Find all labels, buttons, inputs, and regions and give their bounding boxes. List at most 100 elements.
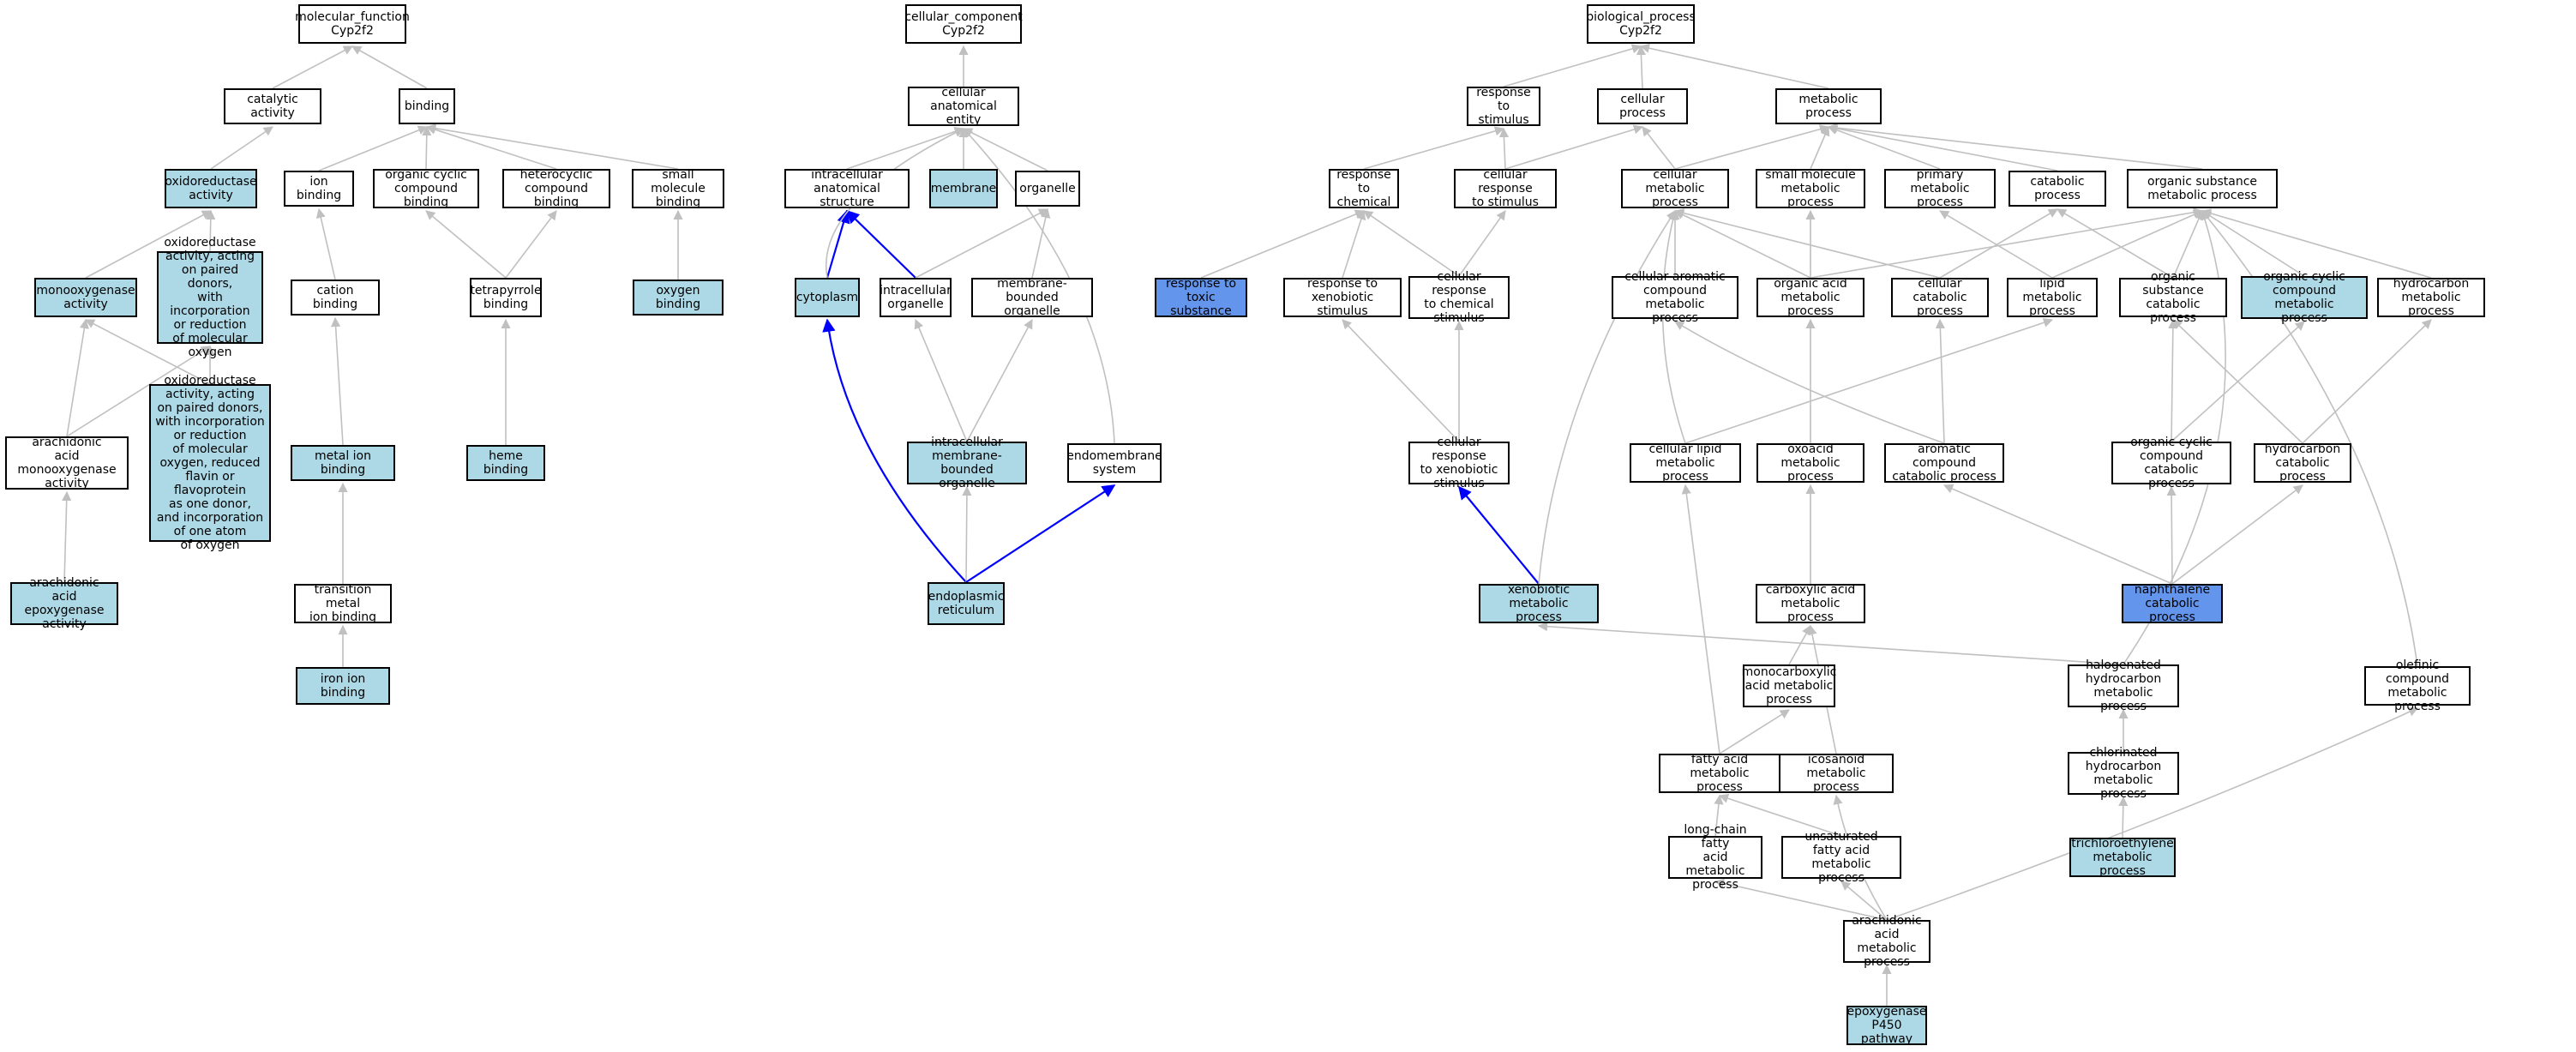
go-term-node-araepox[interactable]: arachidonic acid epoxygenase activity (10, 576, 118, 631)
go-term-node-bind[interactable]: binding (399, 88, 455, 124)
go-term-node-hmp[interactable]: hydrocarbon metabolic process (2377, 277, 2485, 318)
go-term-node-cc[interactable]: cellular_component Cyp2f2 (904, 4, 1023, 44)
go-term-node-ironb[interactable]: iron ion binding (296, 667, 390, 705)
go-term-node-smb[interactable]: small molecule binding (632, 168, 724, 209)
edge-occb-to-bind (422, 125, 432, 170)
go-term-node-imbo[interactable]: intracellular membrane-bounded organelle (907, 436, 1027, 490)
go-term-node-oscp[interactable]: organic substance catabolic process (2119, 270, 2227, 325)
go-term-node-oxpd[interactable]: oxidoreductase activity, acting on paire… (157, 236, 263, 359)
go-term-node-hetb[interactable]: heterocyclic compound binding (502, 168, 610, 209)
go-term-node-osmp[interactable]: organic substance metabolic process (2127, 169, 2278, 208)
go-term-node-endo[interactable]: endomembrane system (1066, 443, 1162, 483)
edge-rts-to-bp (1503, 44, 1642, 87)
go-term-node-tcemp[interactable]: trichloroethylene metabolic process (2069, 837, 2176, 878)
go-term-node-ias[interactable]: intracellular anatomical structure (784, 168, 910, 209)
edge-rtc-to-rts (1363, 126, 1505, 170)
go-term-node-iorg[interactable]: intracellular organelle (880, 278, 952, 317)
edge-aramono-to-monoox (66, 318, 89, 437)
go-term-node-rtxs[interactable]: response to xenobiotic stimulus (1283, 277, 1402, 318)
go-term-node-lcfamp[interactable]: long-chain fatty acid metabolic process (1668, 823, 1762, 892)
edge-crts-to-cp (1504, 124, 1644, 170)
go-term-node-hemeb[interactable]: heme binding (466, 445, 545, 481)
go-term-node-crtcs[interactable]: cellular response to chemical stimulus (1408, 270, 1510, 325)
go-term-node-aramono[interactable]: arachidonic acid monooxygenase activity (5, 436, 129, 490)
go-term-node-metb[interactable]: metal ion binding (291, 445, 395, 481)
go-term-node-lmp[interactable]: lipid metabolic process (2007, 277, 2098, 318)
edge-er-to-imbo (962, 485, 972, 583)
go-term-node-crts[interactable]: cellular response to stimulus (1454, 168, 1557, 209)
go-term-node-mp[interactable]: metabolic process (1775, 88, 1882, 124)
go-term-node-monoox[interactable]: monooxygenase activity (34, 278, 137, 317)
edge-accp-to-camp (1674, 321, 1945, 444)
go-term-node-cat[interactable]: catalytic activity (224, 88, 321, 124)
go-term-node-memb[interactable]: membrane (929, 169, 998, 208)
go-term-node-catp[interactable]: catabolic process (2009, 171, 2106, 207)
go-term-node-org[interactable]: organelle (1015, 171, 1080, 207)
edge-clmp-to-lmp (1684, 317, 2054, 444)
go-term-node-oxmp[interactable]: oxoacid metabolic process (1756, 442, 1864, 484)
go-term-node-rtts[interactable]: response to toxic substance (1155, 277, 1247, 318)
go-term-node-ccp[interactable]: cellular catabolic process (1891, 277, 1989, 318)
edge-ias-to-cae (846, 126, 965, 170)
go-term-node-oxyb[interactable]: oxygen binding (633, 280, 724, 316)
go-term-node-oxred2[interactable]: oxidoreductase activity, acting on paire… (149, 374, 271, 552)
go-term-node-mbo[interactable]: membrane-bounded organelle (971, 277, 1093, 318)
go-term-node-ep450[interactable]: epoxygenase P450 pathway (1846, 1005, 1927, 1046)
go-term-node-oxred[interactable]: oxidoreductase activity (165, 169, 257, 208)
edge-tetb-to-occb (425, 210, 507, 279)
go-term-node-mf[interactable]: molecular_function Cyp2f2 (295, 4, 410, 44)
go-term-node-occmp[interactable]: organic cyclic compound metabolic proces… (2241, 270, 2368, 325)
go-term-node-bp[interactable]: biological_process Cyp2f2 (1586, 4, 1696, 44)
edge-xmp-to-crtxs (1458, 485, 1540, 585)
go-term-node-pmp[interactable]: primary metabolic process (1884, 168, 1996, 209)
edge-hetb-to-bind (425, 124, 557, 170)
edge-ncp-to-occcp (2166, 485, 2177, 585)
go-term-node-occb[interactable]: organic cyclic compound binding (373, 168, 479, 209)
go-term-node-chmp[interactable]: chlorinated hydrocarbon metabolic proces… (2068, 746, 2179, 801)
go-term-node-tmb[interactable]: transition metal ion binding (294, 583, 392, 624)
go-term-node-mcamp[interactable]: monocarboxylic acid metabolic process (1741, 664, 1837, 707)
go-term-node-catb[interactable]: cation binding (291, 280, 380, 316)
edge-olmp-to-osmp (2201, 210, 2418, 667)
go-term-node-xmp[interactable]: xenobiotic metabolic process (1479, 583, 1599, 624)
go-term-node-smmp[interactable]: small molecule metabolic process (1756, 168, 1865, 209)
edge-hmp-to-osmp (2201, 208, 2432, 279)
go-term-node-tetb[interactable]: tetrapyrrole binding (470, 278, 542, 317)
edge-er-to-cyto (822, 318, 967, 583)
go-term-node-cae[interactable]: cellular anatomical entity (908, 86, 1019, 127)
go-term-node-cmp[interactable]: cellular metabolic process (1621, 168, 1729, 209)
edge-mcamp-to-cxamp (1788, 625, 1811, 665)
go-term-node-famp[interactable]: fatty acid metabolic process (1659, 753, 1780, 794)
go-term-node-occcp[interactable]: organic cyclic compound catabolic proces… (2111, 436, 2231, 490)
go-term-node-icmp[interactable]: icosanoid metabolic process (1779, 753, 1894, 794)
edge-oxpd-to-oxred (206, 209, 216, 252)
go-term-node-ncp[interactable]: naphthalene catabolic process (2122, 583, 2223, 624)
go-term-node-er[interactable]: endoplasmic reticulum (928, 582, 1005, 625)
go-term-node-olmp[interactable]: olefinic compound metabolic process (2364, 658, 2471, 713)
edge-smmp-to-mp (1810, 125, 1830, 170)
go-term-node-rtc[interactable]: response to chemical (1329, 168, 1399, 209)
edge-rtts-to-rtc (1200, 209, 1366, 279)
edge-aamp-to-ufamp (1840, 881, 1888, 921)
go-term-node-crtxs[interactable]: cellular response to xenobiotic stimulus (1408, 436, 1510, 490)
go-term-node-cyto[interactable]: cytoplasm (795, 278, 860, 317)
edge-oscp-to-catp (2057, 208, 2174, 279)
go-term-node-hcp[interactable]: hydrocarbon catabolic process (2254, 442, 2351, 484)
go-term-node-accp[interactable]: aromatic compound catabolic process (1884, 442, 2004, 484)
go-term-node-rts[interactable]: response to stimulus (1467, 86, 1540, 127)
go-term-node-cxamp[interactable]: carboxylic acid metabolic process (1756, 583, 1865, 624)
edge-cmp-to-cp (1642, 126, 1676, 170)
edge-hcp-to-oscp (2172, 319, 2303, 444)
edge-cyto-to-ias (826, 209, 850, 279)
go-term-node-aamp[interactable]: arachidonic acid metabolic process (1843, 914, 1930, 969)
go-term-node-ufamp[interactable]: unsaturated fatty acid metabolic process (1781, 830, 1901, 885)
go-term-node-oamp[interactable]: organic acid metabolic process (1756, 277, 1864, 318)
go-term-node-camp[interactable]: cellular aromatic compound metabolic pro… (1612, 270, 1738, 325)
edge-oxred-to-cat (210, 126, 273, 170)
go-term-node-hhmp[interactable]: halogenated hydrocarbon metabolic proces… (2068, 658, 2179, 713)
go-term-node-ionb[interactable]: ion binding (284, 171, 354, 207)
go-term-node-cp[interactable]: cellular process (1597, 88, 1688, 124)
go-term-node-clmp[interactable]: cellular lipid metabolic process (1630, 442, 1741, 484)
edge-iorg-to-ias (845, 209, 916, 279)
edge-crtcs-to-rtc (1363, 210, 1460, 277)
